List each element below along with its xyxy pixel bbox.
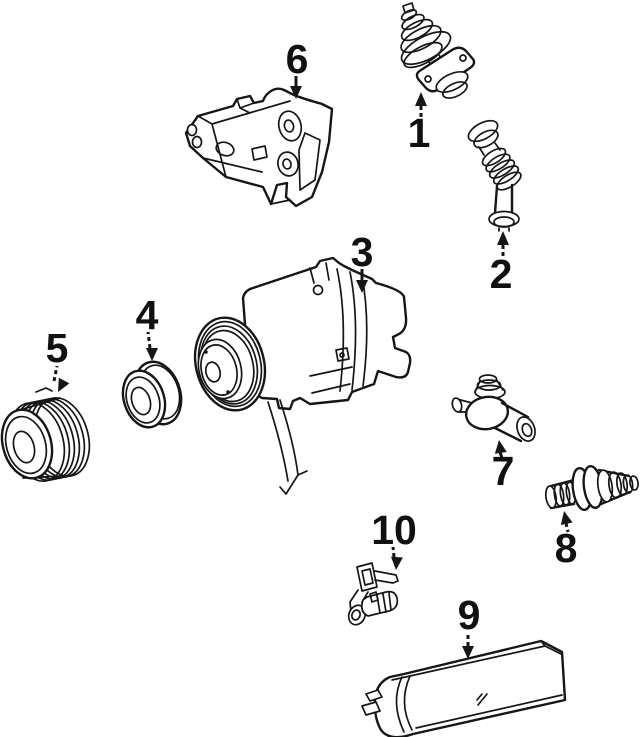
part-4-hub-ring-drawing [121, 360, 183, 429]
callout-9: 9 [458, 592, 481, 659]
callout-4-label: 4 [136, 292, 159, 338]
part-6-bracket-drawing [184, 87, 334, 208]
callout-4: 4 [136, 292, 159, 361]
callout-10: 10 [371, 507, 417, 570]
part-1-egr-valve-drawing [400, 2, 476, 99]
part-2-egr-tube-drawing [467, 119, 522, 232]
arrow-icon [494, 440, 507, 454]
callout-8: 8 [555, 511, 578, 571]
callout-3: 3 [351, 229, 374, 293]
callout-10-label: 10 [371, 507, 417, 553]
arrow-icon [497, 231, 509, 245]
arrow-icon [560, 511, 573, 525]
callout-5-label: 5 [46, 325, 69, 371]
arrow-icon [356, 280, 368, 293]
callout-5: 5 [46, 325, 70, 392]
callout-2-label: 2 [490, 251, 513, 297]
callout-3-label: 3 [351, 229, 374, 275]
part-7-check-valve-drawing [451, 374, 536, 443]
part-3-compressor-drawing [193, 256, 412, 495]
part-8-connector-valve-drawing [544, 464, 639, 512]
callout-1: 1 [408, 92, 431, 156]
callout-9-label: 9 [458, 592, 481, 638]
part-5-pulley-drawing [0, 387, 91, 482]
callout-8-label: 8 [555, 525, 578, 571]
part-9-canister-drawing [361, 639, 567, 737]
arrow-icon [146, 348, 158, 361]
arrow-icon [462, 646, 474, 659]
callout-2: 2 [490, 231, 513, 297]
callout-7-label: 7 [492, 448, 515, 494]
arrow-icon [390, 556, 403, 570]
callout-1-label: 1 [408, 110, 431, 156]
part-10-bracket-drawing [347, 562, 399, 626]
arrow-icon [58, 377, 70, 392]
arrow-icon [290, 86, 302, 99]
callout-7: 7 [492, 440, 515, 494]
arrow-icon [415, 92, 427, 106]
callout-6-label: 6 [286, 36, 309, 82]
callout-6: 6 [286, 36, 309, 99]
